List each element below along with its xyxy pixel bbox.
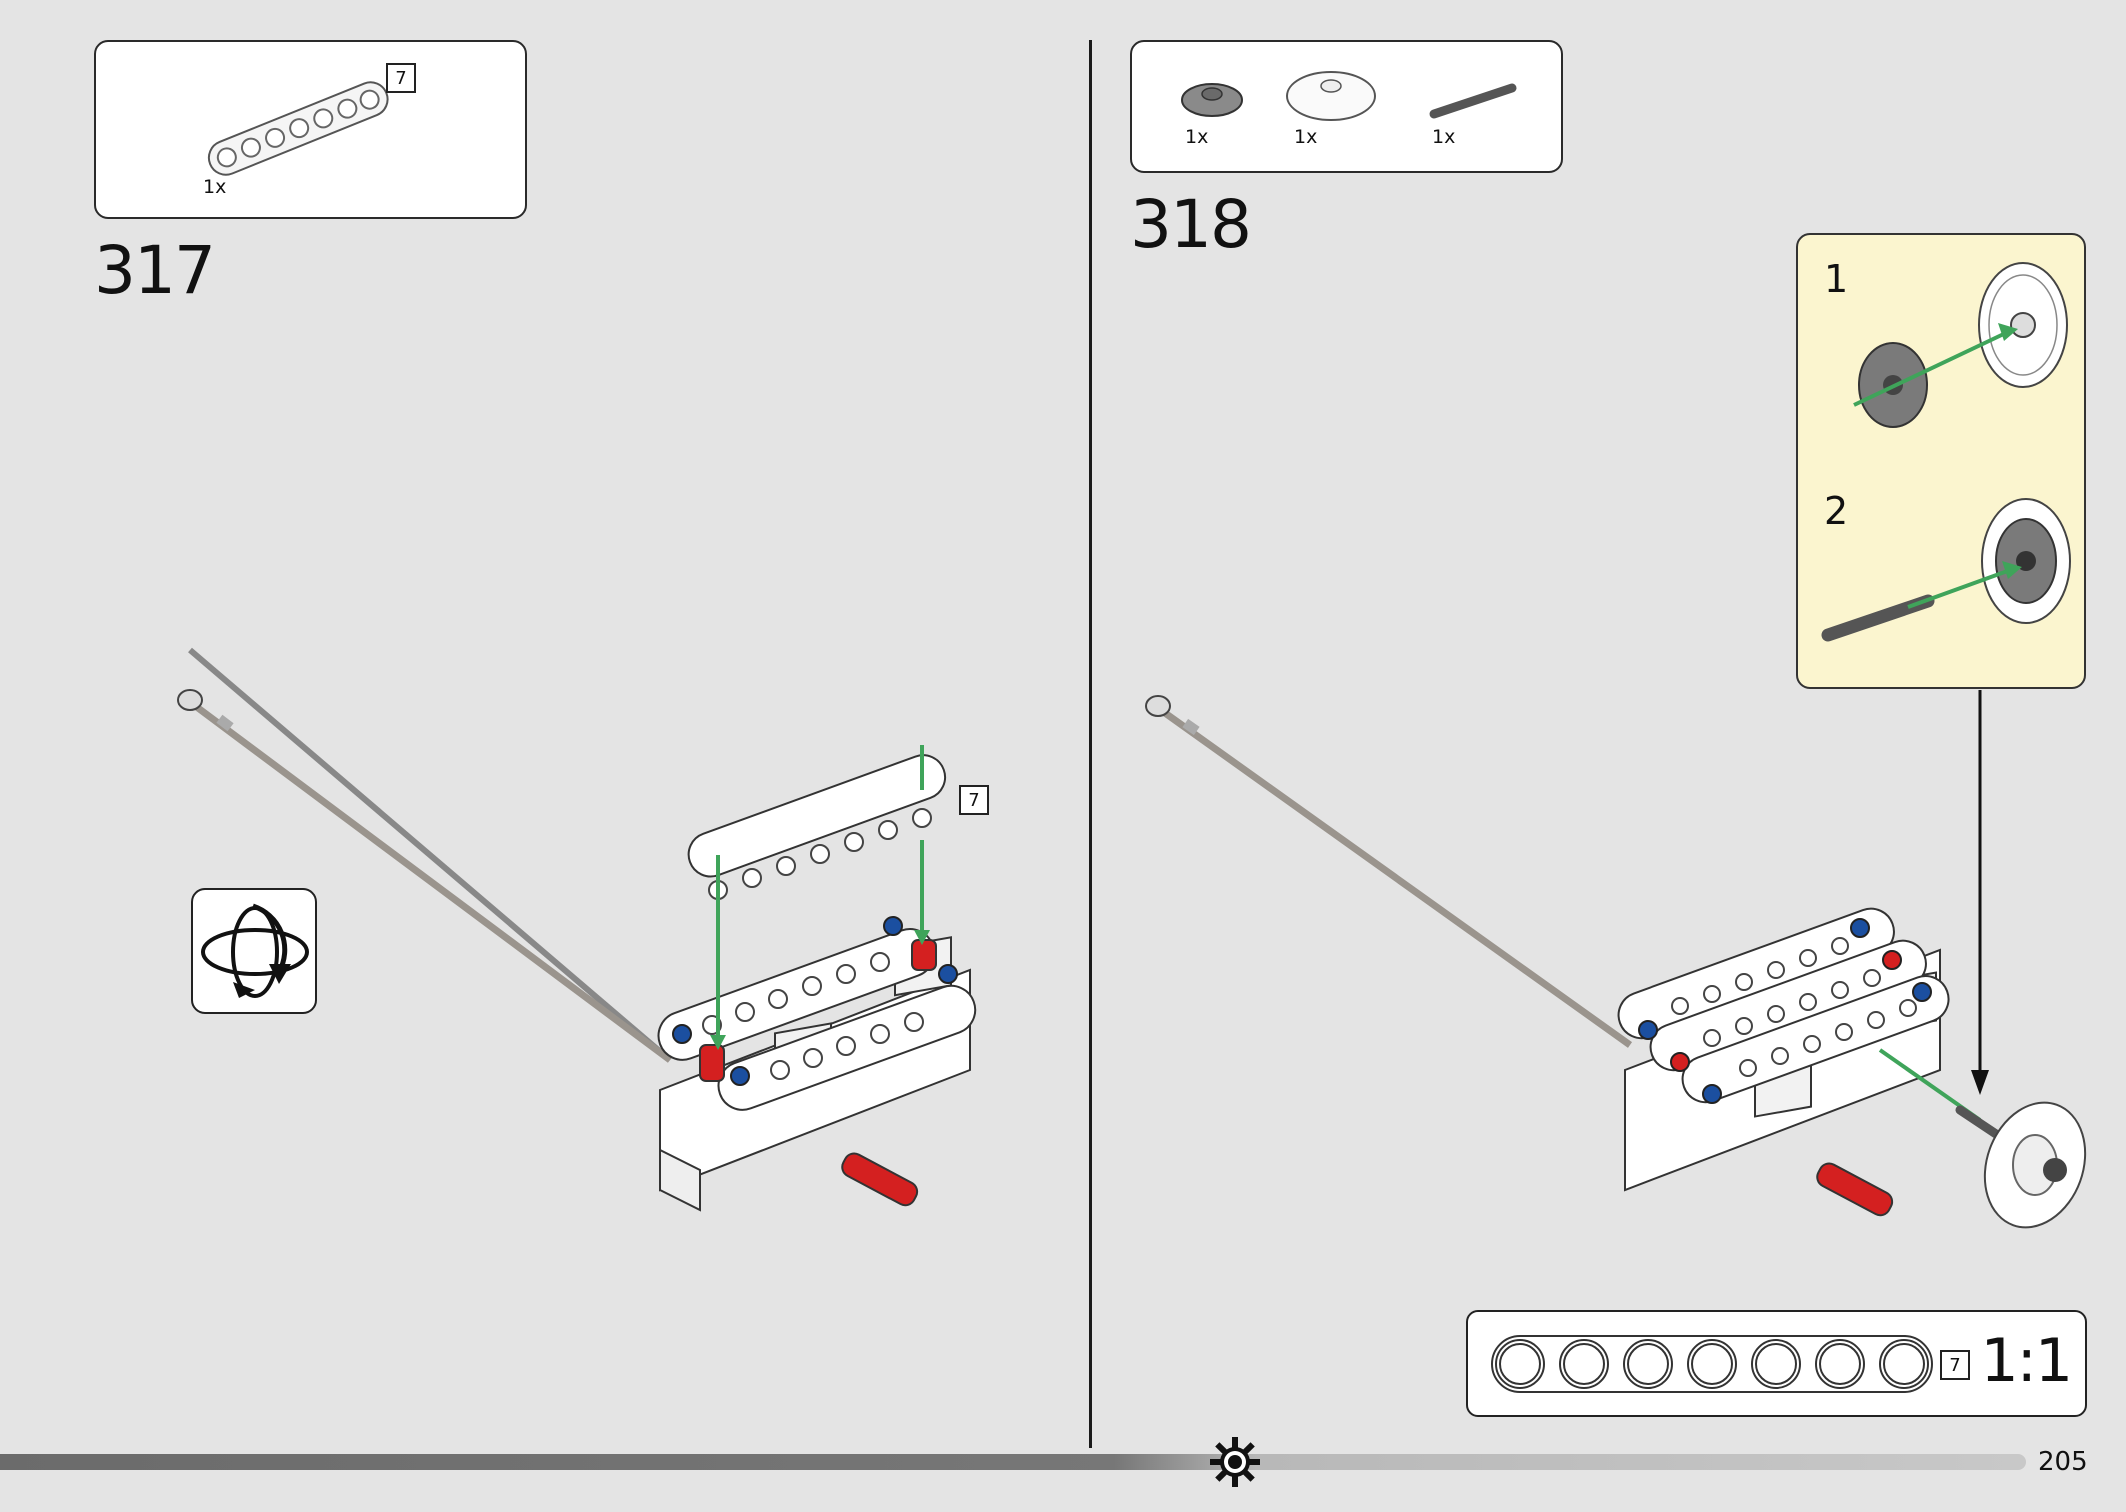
substep-number-2: 2 [1824,489,1849,533]
substep-1-illustration [1853,262,2068,428]
build-progress-bar [0,1454,2026,1470]
step-number-318: 318 [1130,186,1252,263]
step-317-model-illustration [177,647,977,1212]
substep-number-1: 1 [1824,257,1849,301]
beam-scale-drawing [1491,1335,1933,1393]
part-quantity: 1x [1294,126,1318,148]
subassembly-callout: 1 2 [1796,233,2086,689]
dish-part-icon [1286,71,1376,121]
substep-2-illustration [1821,498,2071,642]
callout-connector-arrow [1971,690,1989,1095]
rotate-model-icon [201,903,309,998]
step-number-317: 317 [94,232,216,309]
round-tile-part-icon [1181,83,1243,117]
part-quantity: 1x [1432,126,1456,148]
page-number: 205 [2038,1447,2088,1477]
part-length-badge: 7 [386,63,416,93]
page-divider [1089,40,1092,1448]
part-quantity: 1x [1185,126,1209,148]
scale-ratio-label: 1:1 [1980,1326,2073,1396]
scale-guide-1-to-1: 7 1:1 [1466,1310,2087,1417]
parts-list-317: 7 1x [94,40,527,219]
parts-list-318: 1x 1x 1x [1130,40,1563,173]
step-318-model-illustration [1145,695,2087,1229]
beam-length-callout-317: 7 [959,785,989,815]
part-quantity: 1x [203,176,227,198]
rotate-model-callout [191,888,317,1014]
axle-part-icon [1429,83,1517,119]
scale-length-badge: 7 [1940,1350,1970,1380]
beam-7-part-icon [207,81,389,176]
settings-gear-icon [1210,1437,1260,1487]
